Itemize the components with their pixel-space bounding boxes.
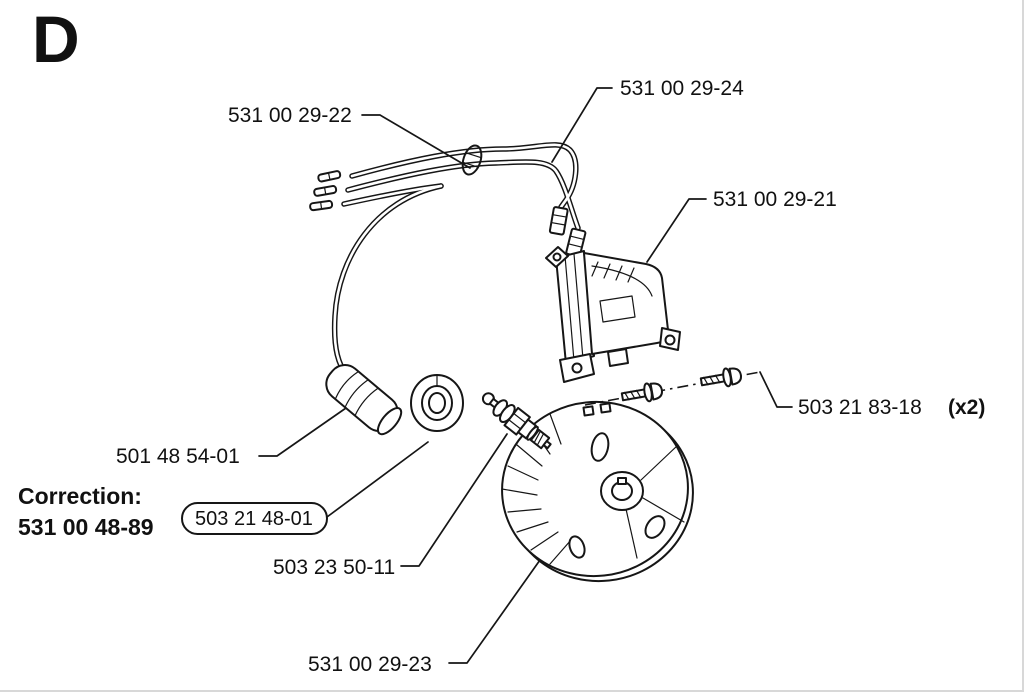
callout-flywheel: 531 00 29-23 <box>308 653 432 676</box>
leader-line-ignition-module <box>646 198 707 263</box>
correction-note: Correction: 531 00 48-89 503 21 48-01 <box>18 483 328 540</box>
callout-ignition-module: 531 00 29-21 <box>713 188 837 211</box>
connector-housing-drawing <box>548 206 569 236</box>
spade-terminal-drawing <box>317 170 342 183</box>
callout-screw: 503 21 83-18 <box>798 396 922 419</box>
section-letter: D <box>32 2 80 76</box>
wiring-harness-drawing <box>309 142 587 379</box>
leader-line-wiring-harness <box>551 87 613 163</box>
screw-drawing <box>699 367 742 388</box>
callout-wiring-harness: 531 00 29-24 <box>620 77 744 100</box>
leader-line-flywheel <box>448 559 541 664</box>
screw-drawing <box>620 382 663 403</box>
correction-heading: Correction: <box>18 483 142 509</box>
leader-line-spark-plug <box>400 433 508 567</box>
leader-line-spark-plug-boot <box>258 407 347 457</box>
correction-oval <box>181 502 328 535</box>
leader-line-washer <box>326 441 429 518</box>
callout-screw-quantity: (x2) <box>948 396 985 419</box>
ignition-module-drawing <box>545 246 681 383</box>
spark-plug-boot-drawing <box>325 364 403 436</box>
callout-spark-plug-boot: 501 48 54-01 <box>116 445 240 468</box>
cable-grommet-drawing <box>461 144 483 176</box>
callout-cable-grommet: 531 00 29-22 <box>228 104 352 127</box>
spade-terminal-drawing <box>309 199 334 212</box>
spade-terminal-drawing <box>313 185 338 197</box>
correction-number: 531 00 48-89 <box>18 514 154 540</box>
leader-line-screw <box>759 371 793 408</box>
spark-plug-drawing <box>481 392 552 450</box>
correction-oval-number: 503 21 48-01 <box>195 508 313 530</box>
washer-drawing <box>410 374 464 432</box>
leader-line-cable-grommet <box>361 114 471 169</box>
callout-spark-plug: 503 23 50-11 <box>273 556 395 579</box>
